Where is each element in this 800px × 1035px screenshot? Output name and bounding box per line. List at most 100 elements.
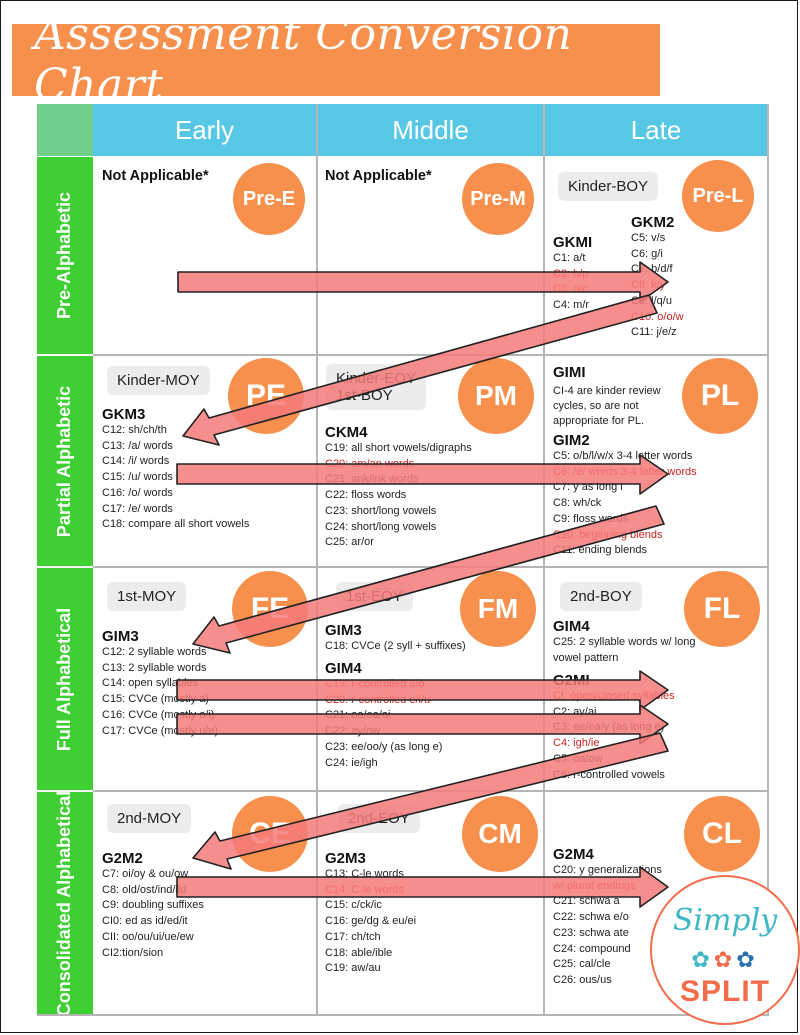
cycle-line: C10: beginning blends [553,528,663,541]
group-gkm2: GKM2 C5: v/s C6: g/i C7: b/d/f C8: k/y C… [631,214,684,341]
grade-pill-kinder-boy: Kinder-BOY [558,172,659,201]
grade-pill-2nd-moy: 2nd-MOY [107,804,192,833]
cycle-line: C17: ch/tch [325,930,381,943]
pl-note: CI-4 are kinder review cycles, so are no… [553,385,661,427]
group-heading: GIM3 [102,628,139,645]
cycle-line: C16: ge/dg & eu/ei [325,915,417,928]
row-label: Consolidated Alphabetical [54,792,75,1014]
grade-pill-kinder-moy: Kinder-MOY [107,366,210,395]
cycle-line: w/ plural endings [553,879,636,892]
badge-pre-e: Pre-E [233,163,305,235]
not-applicable-label: Not Applicable* [325,168,432,184]
badge-fe: FE [232,571,308,647]
cycle-line: C18: CVCe (2 syll + suffixes) [325,640,466,652]
column-header-middle: Middle [318,104,543,156]
group-ckm4: CKM4 C19: all short vowels/digraphs C20:… [325,424,472,551]
group-heading: GIM3 [325,622,362,639]
cycle-line: C20: am/an words [325,457,415,470]
cycle-line: vowel pattern [553,651,619,664]
flower-icon: ✿ [713,947,737,972]
cycle-line: C23: ee/oo/y (as long e) [325,740,443,753]
cycle-line: C17: /e/ words [102,502,173,515]
group-heading: GKM3 [102,406,146,423]
grid-line [93,790,769,792]
cycle-line: C8: old/ost/ind/ild [102,883,187,896]
cycle-line: C23: short/long vowels [325,504,437,517]
cycle-line: C7: oi/oy & ou/ow [102,868,189,880]
cycle-line: C11: ending blends [553,544,647,557]
cycle-line: C6: g/i [631,247,663,260]
cycle-line: C24: compound [553,942,631,955]
cycle-line: C7: b/d/f [631,263,673,276]
grid-line [37,1014,769,1016]
cycle-line: C8: k/y [631,279,666,292]
not-applicable-label: Not Applicable* [102,168,209,184]
group-heading: GIM2 [553,432,590,449]
group-heading: CKM4 [325,424,368,441]
cycle-line: C26: ous/us [553,973,612,986]
simply-split-logo: Simply ✿✿✿ SPLIT [650,875,800,1025]
cycle-line: C15: c/ck/ic [325,899,382,912]
cycle-line: C22: ay/ow [325,725,381,738]
grid-line [543,104,545,1016]
grid-line [93,354,769,356]
cycle-line: C17: CVCe (mostly u/e) [102,724,219,737]
badge-pre-m: Pre-M [462,163,534,235]
cycle-line: C4: m/r [553,299,590,312]
cycle-line: CI2:tion/sion [102,946,164,959]
cycle-line: C11: j/e/z [631,326,677,339]
flower-icons: ✿✿✿ [652,947,798,973]
group-gkm1: GKMI C1: a/t C2: h/p C3: n/c C4: m/r [553,234,592,314]
group-heading: G2M3 [325,850,366,867]
cycle-line: C12: 2 syllable words [102,646,207,658]
group-g2m4: G2M4 C20: y generalizations w/ plural en… [553,846,662,989]
cycle-line: C16: CVCe (mostly o/i) [102,708,215,721]
row-header-partial-alphabetic: Partial Alphabetic [37,356,93,566]
cycle-line: C9: doubling suffixes [102,899,204,912]
group-heading: G2MI [553,672,590,689]
grade-pill-1st-eoy: 1st-EOY [336,582,413,611]
column-header-late: Late [545,104,767,156]
cycle-line: C14: /i/ words [102,455,170,468]
flower-icon: ✿ [736,947,759,972]
cycle-line: C13: 2 syllable words [102,661,207,674]
cycle-line: C5: oa/ow [553,752,603,765]
cycle-line: C12: sh/ch/th [102,424,167,436]
cycle-line: C10: o/o/w [631,310,684,323]
row-label: Partial Alphabetic [54,385,75,537]
grid-line [93,566,769,568]
cycle-line: C6: r-controlled vowels [553,768,665,781]
cycle-line: C8: wh/ck [553,497,602,510]
cycle-line: C2: ay/ai [553,705,597,718]
grid-line [767,104,769,1016]
group-g1m3-middle: GIM3 C18: CVCe (2 syll + suffixes) [325,622,466,655]
cycle-line: C4: igh/ie [553,737,600,750]
cycle-line: C22: floss words [325,489,407,502]
group-g1m1: GIMI [553,364,586,381]
cycle-line: CI: open/closed syllables [553,690,675,702]
cycle-line: C20: y generalizations [553,864,662,876]
grade-pill-2nd-boy: 2nd-BOY [560,582,642,611]
cycle-line: C21: schwa a [553,895,620,908]
cycle-line: C7: y as long i [553,481,623,494]
cycle-line: C19: all short vowels/digraphs [325,442,472,454]
cycle-line: C25: cal/cle [553,958,611,971]
cycle-line: C5: v/s [631,232,666,244]
cycle-line: C14: C-le words [325,883,404,896]
cycle-line: C24: ie/igh [325,756,378,769]
row-header-pre-alphabetic: Pre-Alphabetic [37,157,93,354]
cycle-line: C2: h/p [553,267,589,280]
group-g1m4: GIM4 C19: r-controlled a/o C20: r-contro… [325,660,442,771]
group-g2m2: G2M2 C7: oi/oy & ou/ow C8: old/ost/ind/i… [102,850,204,961]
group-heading: G2M4 [553,846,594,863]
group-heading: GKM2 [631,214,675,231]
cycle-line: C5: o/b/l/w/x 3-4 letter words [553,450,693,462]
group-g2m1: G2MI CI: open/closed syllables C2: ay/ai… [553,672,675,783]
grade-pill-kinder-eoy-1st-boy: Kinder-EOY 1st-BOY [326,364,427,410]
cycle-line: C21: ank/ink words [325,473,419,486]
group-heading: G2M2 [102,850,143,867]
group-heading: GIMI [553,364,586,381]
header-corner [37,104,93,156]
logo-line-2: SPLIT [679,975,770,1008]
